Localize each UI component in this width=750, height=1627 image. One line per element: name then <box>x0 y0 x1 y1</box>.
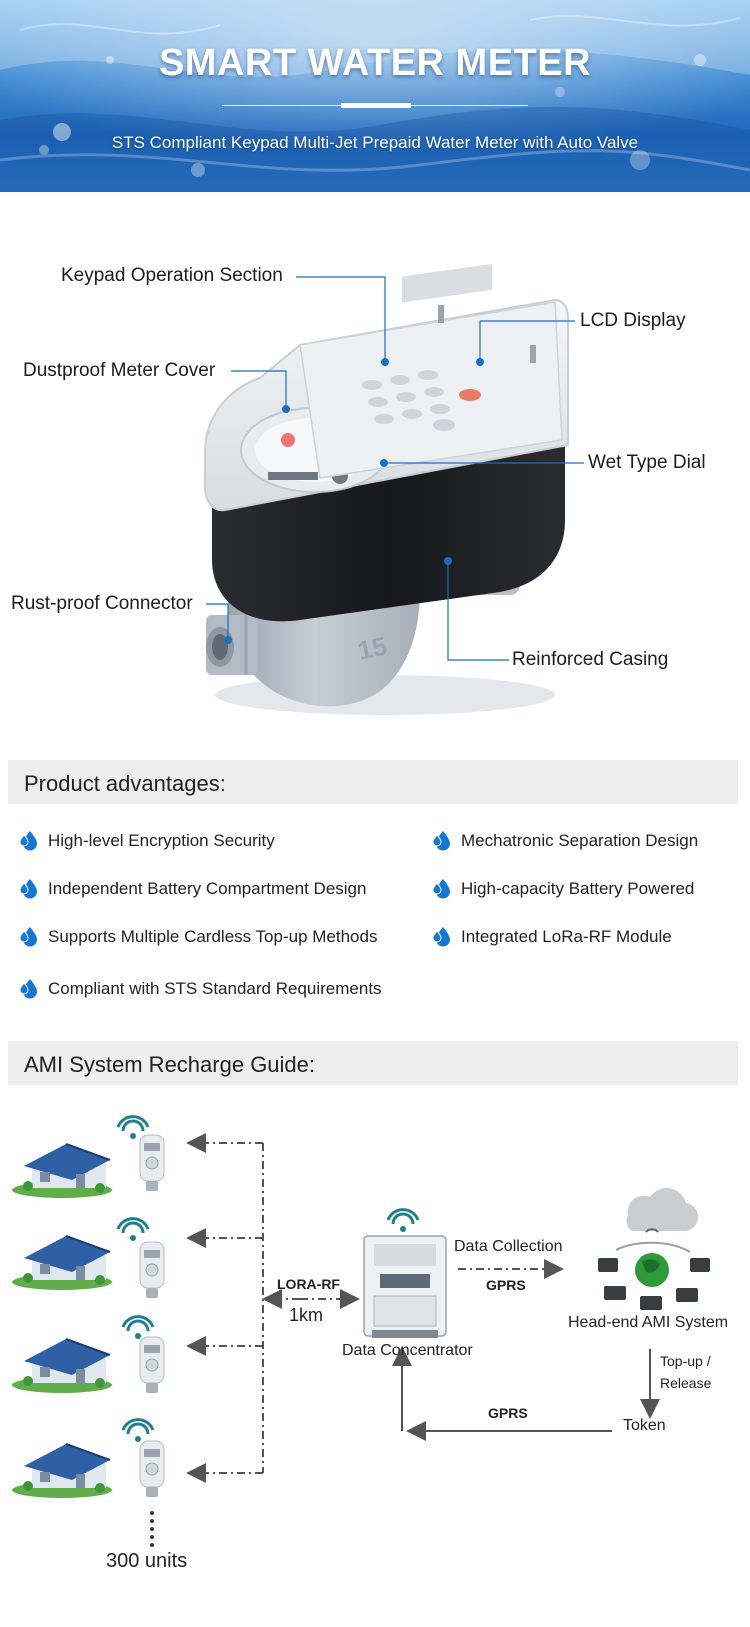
token-label: Token <box>623 1417 666 1434</box>
advantage-text: High-level Encryption Security <box>48 831 275 850</box>
banner-title: SMART WATER METER <box>158 42 592 84</box>
house-meter-group-4 <box>11 1418 165 1499</box>
meter-body-text: 15 <box>355 631 390 666</box>
more-units-dots <box>150 1511 154 1547</box>
advantage-item: High-capacity Battery Powered <box>431 879 694 899</box>
water-splash-background <box>0 0 750 192</box>
callout-rust-proof-connector: Rust-proof Connector <box>11 593 193 614</box>
hero-banner: SMART WATER METER STS Compliant Keypad M… <box>0 0 750 192</box>
banner-subtitle: STS Compliant Keypad Multi-Jet Prepaid W… <box>111 133 639 152</box>
house-meter-group-2 <box>11 1217 165 1299</box>
advantage-item: High-level Encryption Security <box>18 831 275 851</box>
recharge-flow-lines <box>392 1346 660 1441</box>
callout-lines <box>206 276 584 661</box>
topup-label-line1: Top-up / <box>660 1353 711 1369</box>
meter-cover <box>204 263 569 512</box>
gprs-top-label: GPRS <box>486 1277 526 1293</box>
advantage-item: Supports Multiple Cardless Top-up Method… <box>18 927 377 947</box>
callout-reinforced-casing: Reinforced Casing <box>512 649 669 670</box>
ami-diagram <box>11 1115 710 1547</box>
ami-header: AMI System Recharge Guide: <box>8 1041 738 1085</box>
water-drop-icon <box>18 829 40 851</box>
advantage-text: Integrated LoRa-RF Module <box>461 927 672 946</box>
water-drop-icon <box>431 829 453 851</box>
house-meter-group-3 <box>11 1315 165 1394</box>
head-end-ami-system-graphic <box>598 1188 710 1310</box>
advantage-text: Mechatronic Separation Design <box>461 831 699 850</box>
units-count-label: 300 units <box>106 1550 188 1572</box>
advantage-item: Independent Battery Compartment Design <box>18 879 366 899</box>
data-concentrator-label: Data Concentrator <box>342 1342 473 1359</box>
water-drop-icon <box>431 925 453 947</box>
water-drop-icon <box>18 977 40 999</box>
advantage-text: Compliant with STS Standard Requirements <box>48 979 382 998</box>
meter-black-band <box>212 440 565 622</box>
advantage-text: Supports Multiple Cardless Top-up Method… <box>48 927 378 946</box>
callout-dustproof-cover: Dustproof Meter Cover <box>23 360 216 381</box>
data-collection-label: Data Collection <box>454 1238 563 1255</box>
advantage-text: Independent Battery Compartment Design <box>48 879 367 898</box>
callout-keypad: Keypad Operation Section <box>61 265 283 286</box>
advantage-item: Integrated LoRa-RF Module <box>431 927 672 947</box>
distance-label: 1km <box>289 1305 324 1325</box>
advantage-item: Mechatronic Separation Design <box>431 831 698 851</box>
callout-lcd-display: LCD Display <box>580 310 686 331</box>
meter-diagram: 15 <box>204 263 584 715</box>
banner-divider-accent <box>341 103 411 108</box>
advantages-heading: Product advantages: <box>24 771 226 796</box>
gprs-bottom-label: GPRS <box>488 1405 528 1421</box>
house-meter-group-1 <box>11 1115 165 1199</box>
callout-dots <box>224 358 484 644</box>
water-drop-icon <box>18 925 40 947</box>
data-concentrator-device <box>363 1208 447 1338</box>
callout-wet-type-dial: Wet Type Dial <box>588 452 706 473</box>
topup-label-line2: Release <box>660 1375 712 1391</box>
head-end-ami-label: Head-end AMI System <box>568 1314 729 1331</box>
water-drop-icon <box>18 877 40 899</box>
water-drop-icon <box>431 877 453 899</box>
ami-heading: AMI System Recharge Guide: <box>24 1052 316 1077</box>
advantage-item: Compliant with STS Standard Requirements <box>18 979 382 999</box>
lora-rf-label: LORA-RF <box>277 1276 340 1292</box>
lora-bus-lines <box>186 1133 564 1483</box>
advantage-text: High-capacity Battery Powered <box>461 879 695 898</box>
advantages-header: Product advantages: <box>8 760 738 804</box>
